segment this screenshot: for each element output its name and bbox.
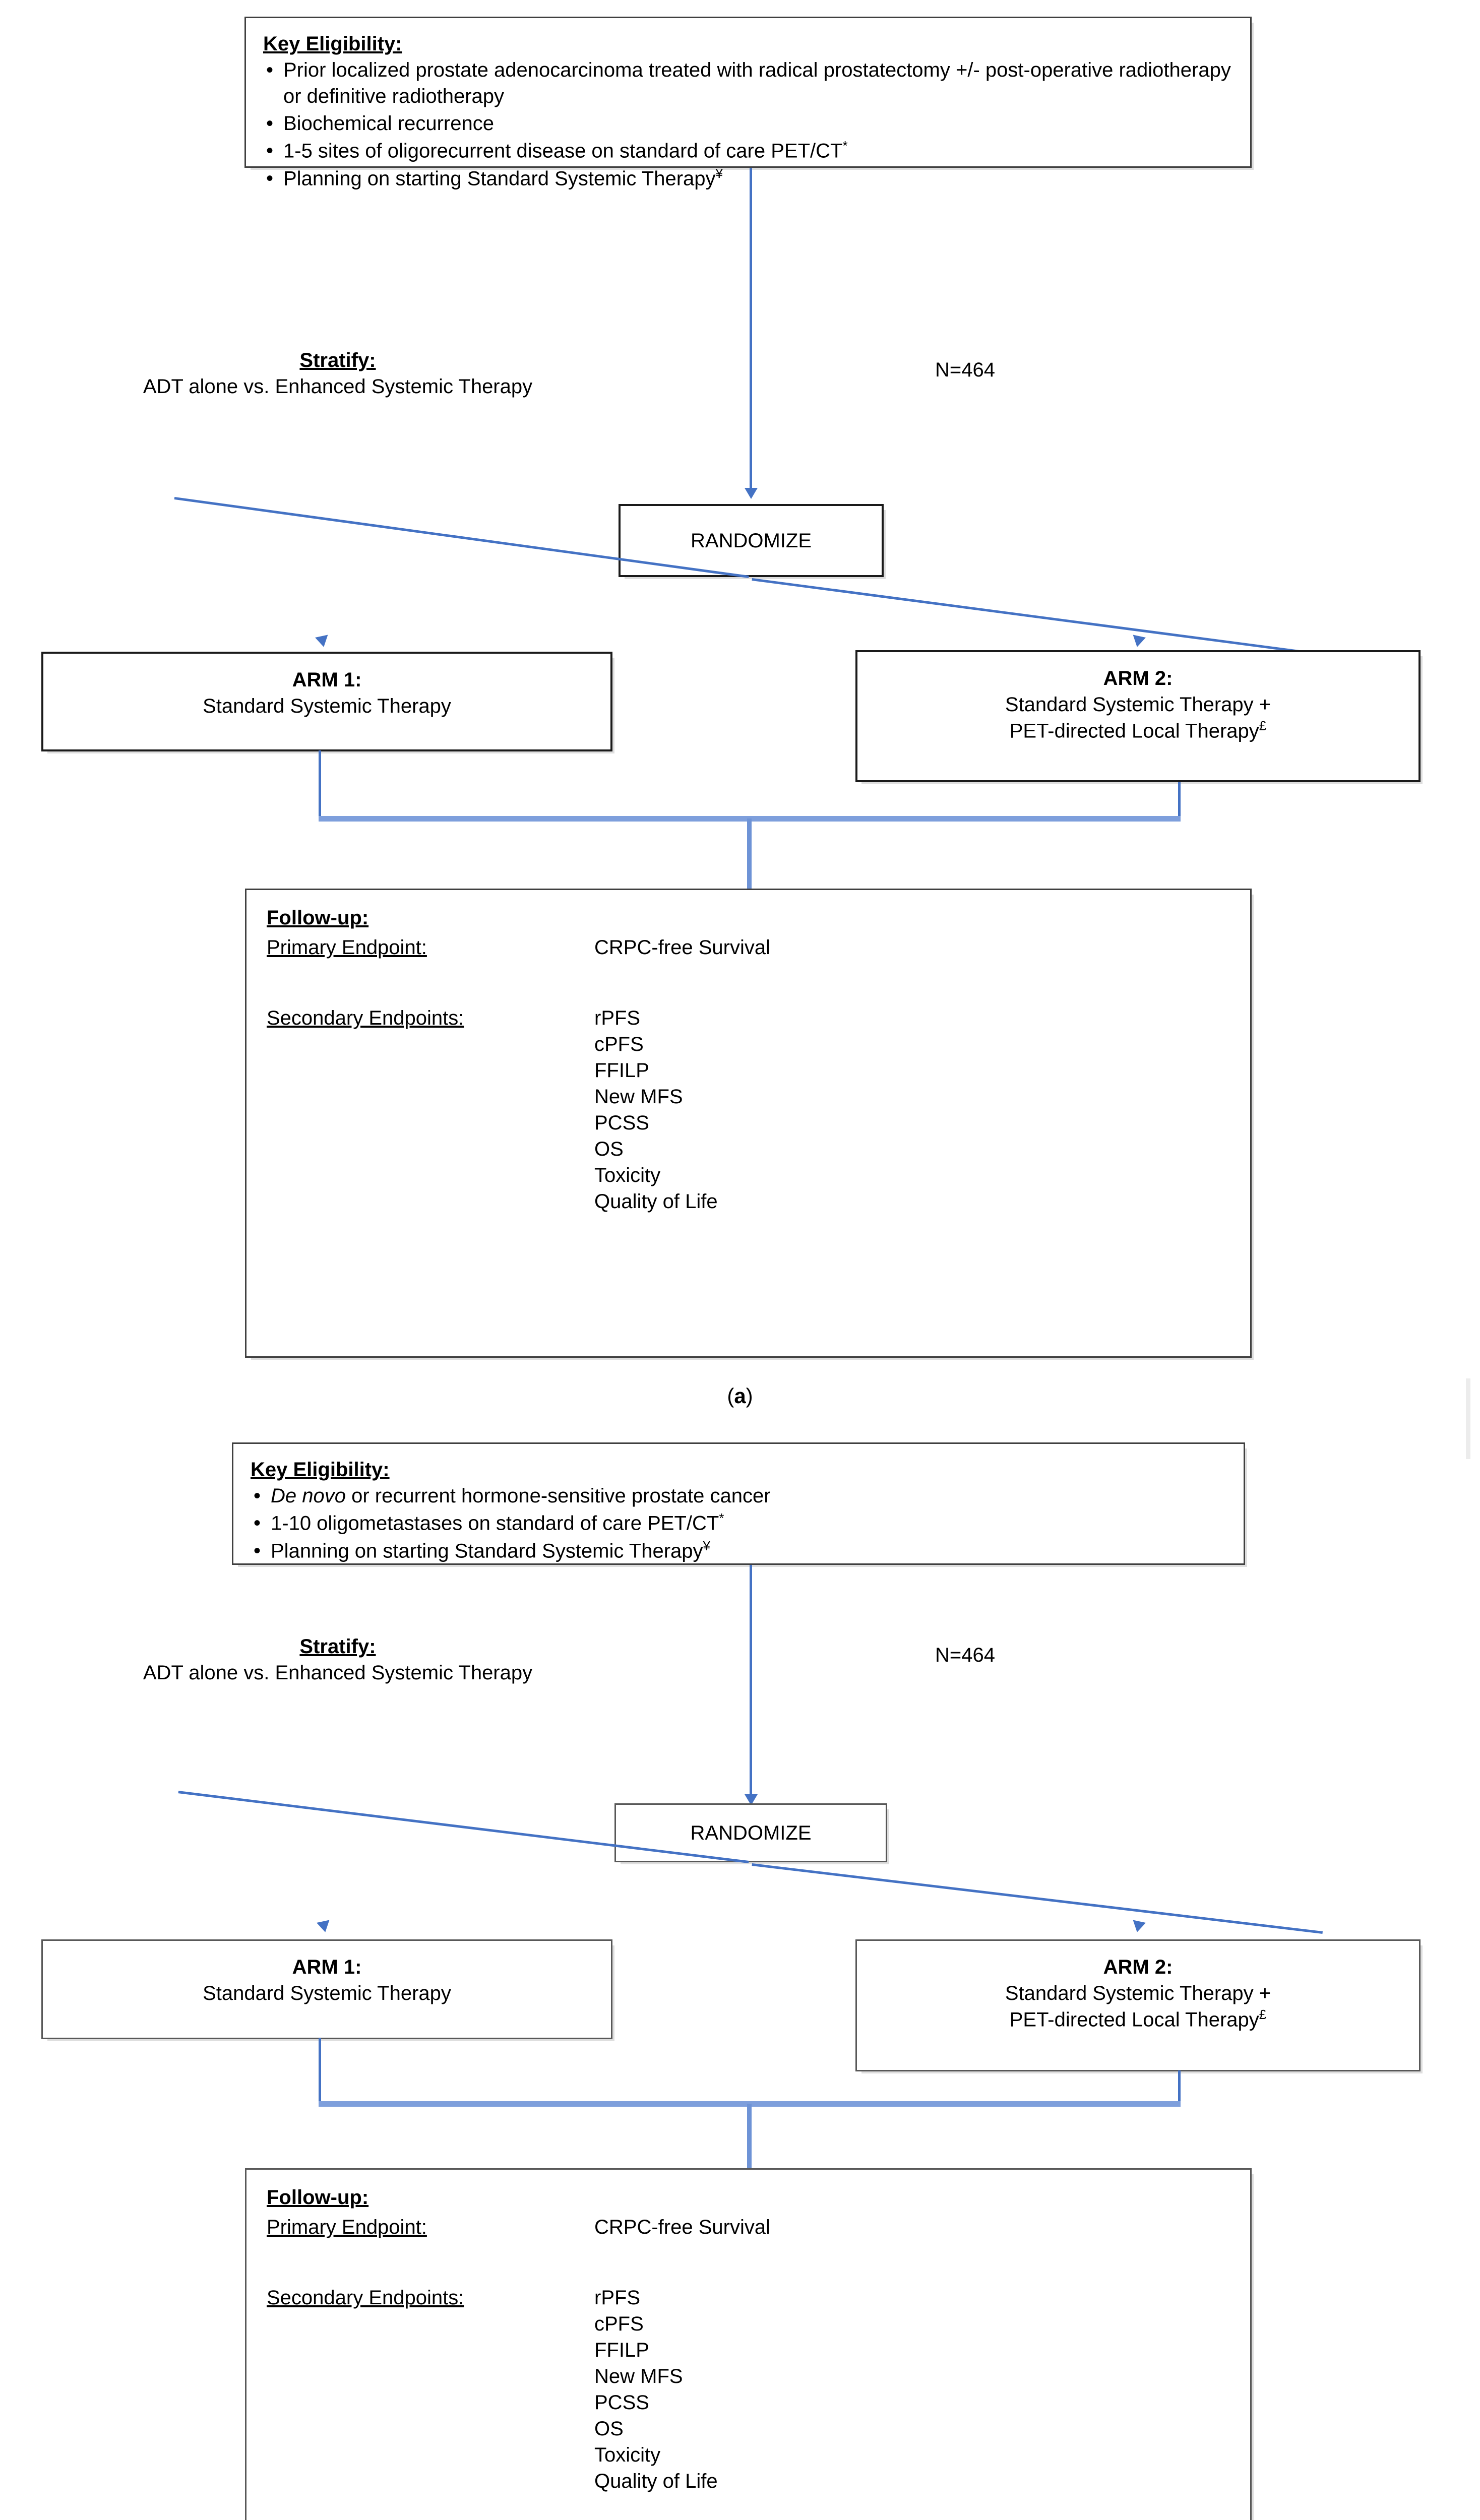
list-item: New MFS: [594, 2365, 683, 2387]
randomize-label-a: RANDOMIZE: [691, 529, 812, 552]
arrowhead-arm2-a: [1130, 635, 1146, 649]
primary-endpoint-value-a: CRPC-free Survival: [594, 936, 770, 959]
list-item: De novo or recurrent hormone-sensitive p…: [251, 1483, 1226, 1509]
list-item: cPFS: [594, 1033, 644, 1055]
followup-heading-b: Follow-up:: [267, 2186, 369, 2209]
secondary-endpoints-list-a: rPFS cPFS FFILP New MFS PCSS OS Toxicity…: [594, 1005, 718, 1215]
followup-box-b: Follow-up: Primary Endpoint: CRPC-free S…: [245, 2168, 1252, 2520]
connector-eligibility-to-randomize-a: [750, 168, 752, 490]
secondary-endpoints-list-b: rPFS cPFS FFILP New MFS PCSS OS Toxicity…: [594, 2285, 718, 2494]
list-item: Prior localized prostate adenocarcinoma …: [263, 57, 1233, 109]
connector-arm2-down-a: [1178, 782, 1181, 818]
secondary-endpoints-label-b: Secondary Endpoints:: [267, 2287, 464, 2309]
panel-a: Key Eligibility: Prior localized prostat…: [0, 0, 1480, 1411]
primary-endpoint-label-a: Primary Endpoint:: [267, 936, 427, 959]
randomize-box-b: RANDOMIZE: [614, 1803, 887, 1862]
list-item: Quality of Life: [594, 1190, 718, 1213]
panel-caption-a: (a): [727, 1384, 753, 1408]
eligibility-heading-a: Key Eligibility:: [263, 33, 402, 55]
eligibility-list-b: De novo or recurrent hormone-sensitive p…: [251, 1483, 1226, 1564]
arm2-line-2-a: PET-directed Local Therapy£: [1009, 718, 1267, 742]
list-item: PCSS: [594, 2391, 649, 2414]
arm2-line-1-b: Standard Systemic Therapy +: [1005, 1982, 1271, 2004]
primary-endpoint-value-b: CRPC-free Survival: [594, 2216, 770, 2238]
list-item: FFILP: [594, 1059, 649, 1082]
list-item: Planning on starting Standard Systemic T…: [251, 1538, 1226, 1564]
stratify-text-b: ADT alone vs. Enhanced Systemic Therapy: [143, 1662, 533, 1684]
followup-box-a: Follow-up: Primary Endpoint: CRPC-free S…: [245, 889, 1252, 1358]
arm1-title-a: ARM 1:: [292, 669, 362, 691]
connector-randomize-to-arm2-a: [752, 578, 1327, 657]
list-item: Toxicity: [594, 1164, 661, 1186]
stratify-heading-a: Stratify:: [299, 349, 376, 371]
list-item: Biochemical recurrence: [263, 110, 1233, 137]
arm2-title-a: ARM 2:: [1103, 667, 1173, 689]
list-item: Toxicity: [594, 2444, 661, 2466]
eligibility-item-0-rest-b: or recurrent hormone-sensitive prostate …: [345, 1485, 771, 1507]
followup-heading-a: Follow-up:: [267, 907, 369, 929]
list-item: PCSS: [594, 1112, 649, 1134]
randomize-box-a: RANDOMIZE: [619, 504, 884, 577]
connector-merge-to-followup-b: [747, 2104, 752, 2169]
stratify-block-b: Stratify: ADT alone vs. Enhanced Systemi…: [10, 1634, 665, 1686]
list-item: New MFS: [594, 1086, 683, 1108]
list-item: rPFS: [594, 1007, 641, 1029]
connector-arm1-down-b: [319, 2038, 321, 2104]
stratify-text-a: ADT alone vs. Enhanced Systemic Therapy: [143, 375, 533, 398]
randomize-label-b: RANDOMIZE: [690, 1821, 812, 1844]
arrowhead-randomize-b: [745, 1794, 758, 1805]
list-item: OS: [594, 1138, 624, 1160]
arm1-title-b: ARM 1:: [292, 1956, 362, 1978]
list-item: rPFS: [594, 2287, 641, 2309]
arm1-box-a: ARM 1: Standard Systemic Therapy: [41, 652, 612, 751]
eligibility-box-b: Key Eligibility: De novo or recurrent ho…: [232, 1442, 1245, 1565]
arrowhead-arm1-b: [316, 1920, 332, 1934]
de-novo-italic: De novo: [271, 1485, 346, 1507]
list-item: Quality of Life: [594, 2470, 718, 2492]
arm2-title-b: ARM 2:: [1103, 1956, 1173, 1978]
eligibility-list-a: Prior localized prostate adenocarcinoma …: [263, 57, 1233, 192]
stratify-heading-b: Stratify:: [299, 1635, 376, 1658]
list-item: 1-10 oligometastases on standard of care…: [251, 1510, 1226, 1536]
connector-merge-to-followup-a: [747, 818, 752, 889]
primary-endpoint-label-b: Primary Endpoint:: [267, 2216, 427, 2238]
arm1-line-1-b: Standard Systemic Therapy: [203, 1982, 451, 2004]
page-edge-bar-top: [1466, 1378, 1470, 1459]
sample-size-label-b: N=464: [935, 1644, 995, 1666]
eligibility-heading-b: Key Eligibility:: [251, 1459, 390, 1481]
eligibility-box-a: Key Eligibility: Prior localized prostat…: [244, 17, 1252, 192]
connector-randomize-to-arm2-b: [752, 1863, 1323, 1934]
arm1-box-b: ARM 1: Standard Systemic Therapy: [41, 1939, 612, 2039]
panel-caption-letter-a: a: [734, 1384, 746, 1408]
arrowhead-randomize-a: [745, 488, 758, 499]
stratify-block-a: Stratify: ADT alone vs. Enhanced Systemi…: [10, 348, 665, 400]
sample-size-label-a: N=464: [935, 359, 995, 381]
connector-arm1-down-a: [319, 750, 321, 818]
arrowhead-arm2-b: [1130, 1920, 1146, 1934]
arrowhead-arm1-a: [315, 635, 331, 649]
list-item: FFILP: [594, 2339, 649, 2361]
list-item: 1-5 sites of oligorecurrent disease on s…: [263, 138, 1233, 164]
list-item: OS: [594, 2418, 624, 2440]
arm2-box-a: ARM 2: Standard Systemic Therapy + PET-d…: [855, 650, 1421, 782]
arm1-line-1-a: Standard Systemic Therapy: [203, 695, 451, 717]
arm2-line-2-b: PET-directed Local Therapy£: [1009, 2007, 1267, 2031]
arm2-line-1-a: Standard Systemic Therapy +: [1005, 694, 1271, 716]
connector-eligibility-to-randomize-b: [750, 1565, 752, 1797]
panel-b: Key Eligibility: De novo or recurrent ho…: [0, 1442, 1480, 2520]
list-item: Planning on starting Standard Systemic T…: [263, 165, 1233, 192]
arm2-box-b: ARM 2: Standard Systemic Therapy + PET-d…: [855, 1939, 1421, 2071]
secondary-endpoints-label-a: Secondary Endpoints:: [267, 1007, 464, 1029]
list-item: cPFS: [594, 2313, 644, 2335]
connector-arm2-down-b: [1178, 2070, 1181, 2104]
